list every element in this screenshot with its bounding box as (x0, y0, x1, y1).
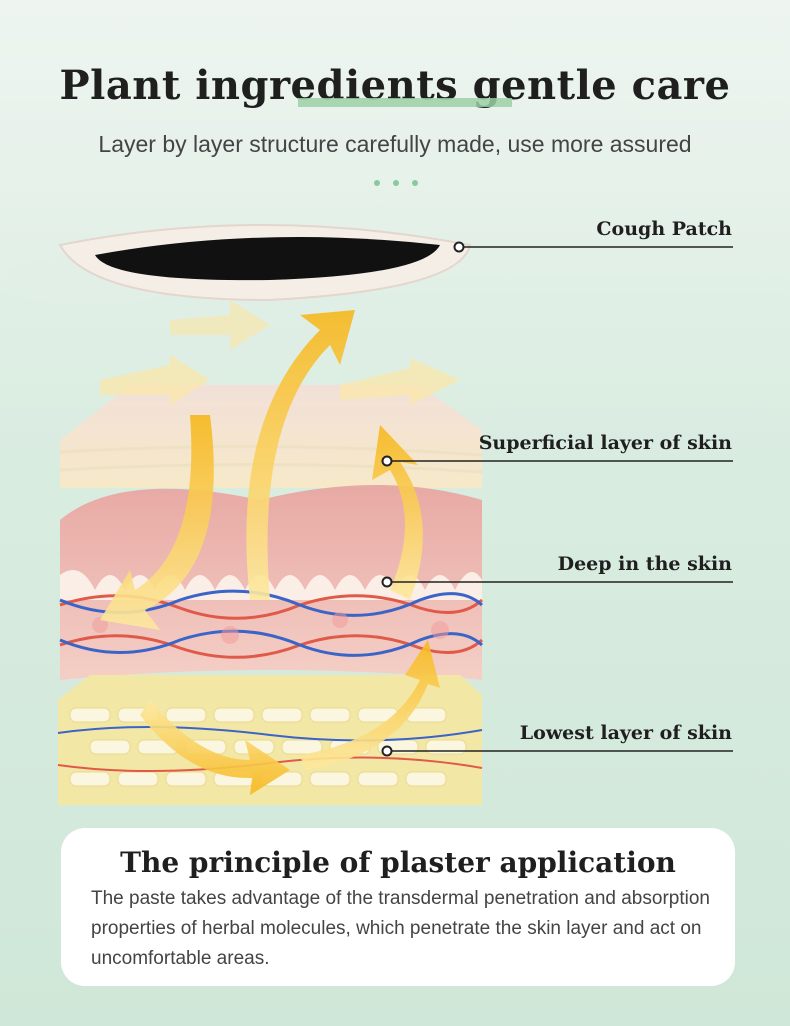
principle-card: The principle of plaster application The… (61, 828, 735, 986)
decorative-dots (374, 180, 418, 186)
leader-dot (453, 241, 465, 253)
skin-layer-illustration (0, 224, 733, 805)
penetration-arrows (100, 300, 460, 795)
lowest-layer-graphic (57, 675, 483, 805)
page-subtitle: Layer by layer structure carefully made,… (98, 131, 692, 157)
leader-dot (381, 455, 393, 467)
label-cough-patch: Cough Patch (596, 218, 732, 240)
dot (393, 180, 399, 186)
dot (412, 180, 418, 186)
label-leaders (389, 246, 733, 752)
label-lowest-layer: Lowest layer of skin (519, 722, 732, 744)
title-highlight (298, 98, 512, 107)
label-superficial-layer: Superficial layer of skin (478, 432, 732, 454)
leader-dot (381, 745, 393, 757)
card-body: The paste takes advantage of the transde… (91, 888, 710, 969)
deep-layer-graphic (59, 485, 484, 680)
label-deep-layer: Deep in the skin (557, 553, 732, 575)
dot (374, 180, 380, 186)
card-title: The principle of plaster application (120, 846, 676, 879)
leader-dot (381, 576, 393, 588)
cough-patch-graphic (58, 224, 472, 302)
